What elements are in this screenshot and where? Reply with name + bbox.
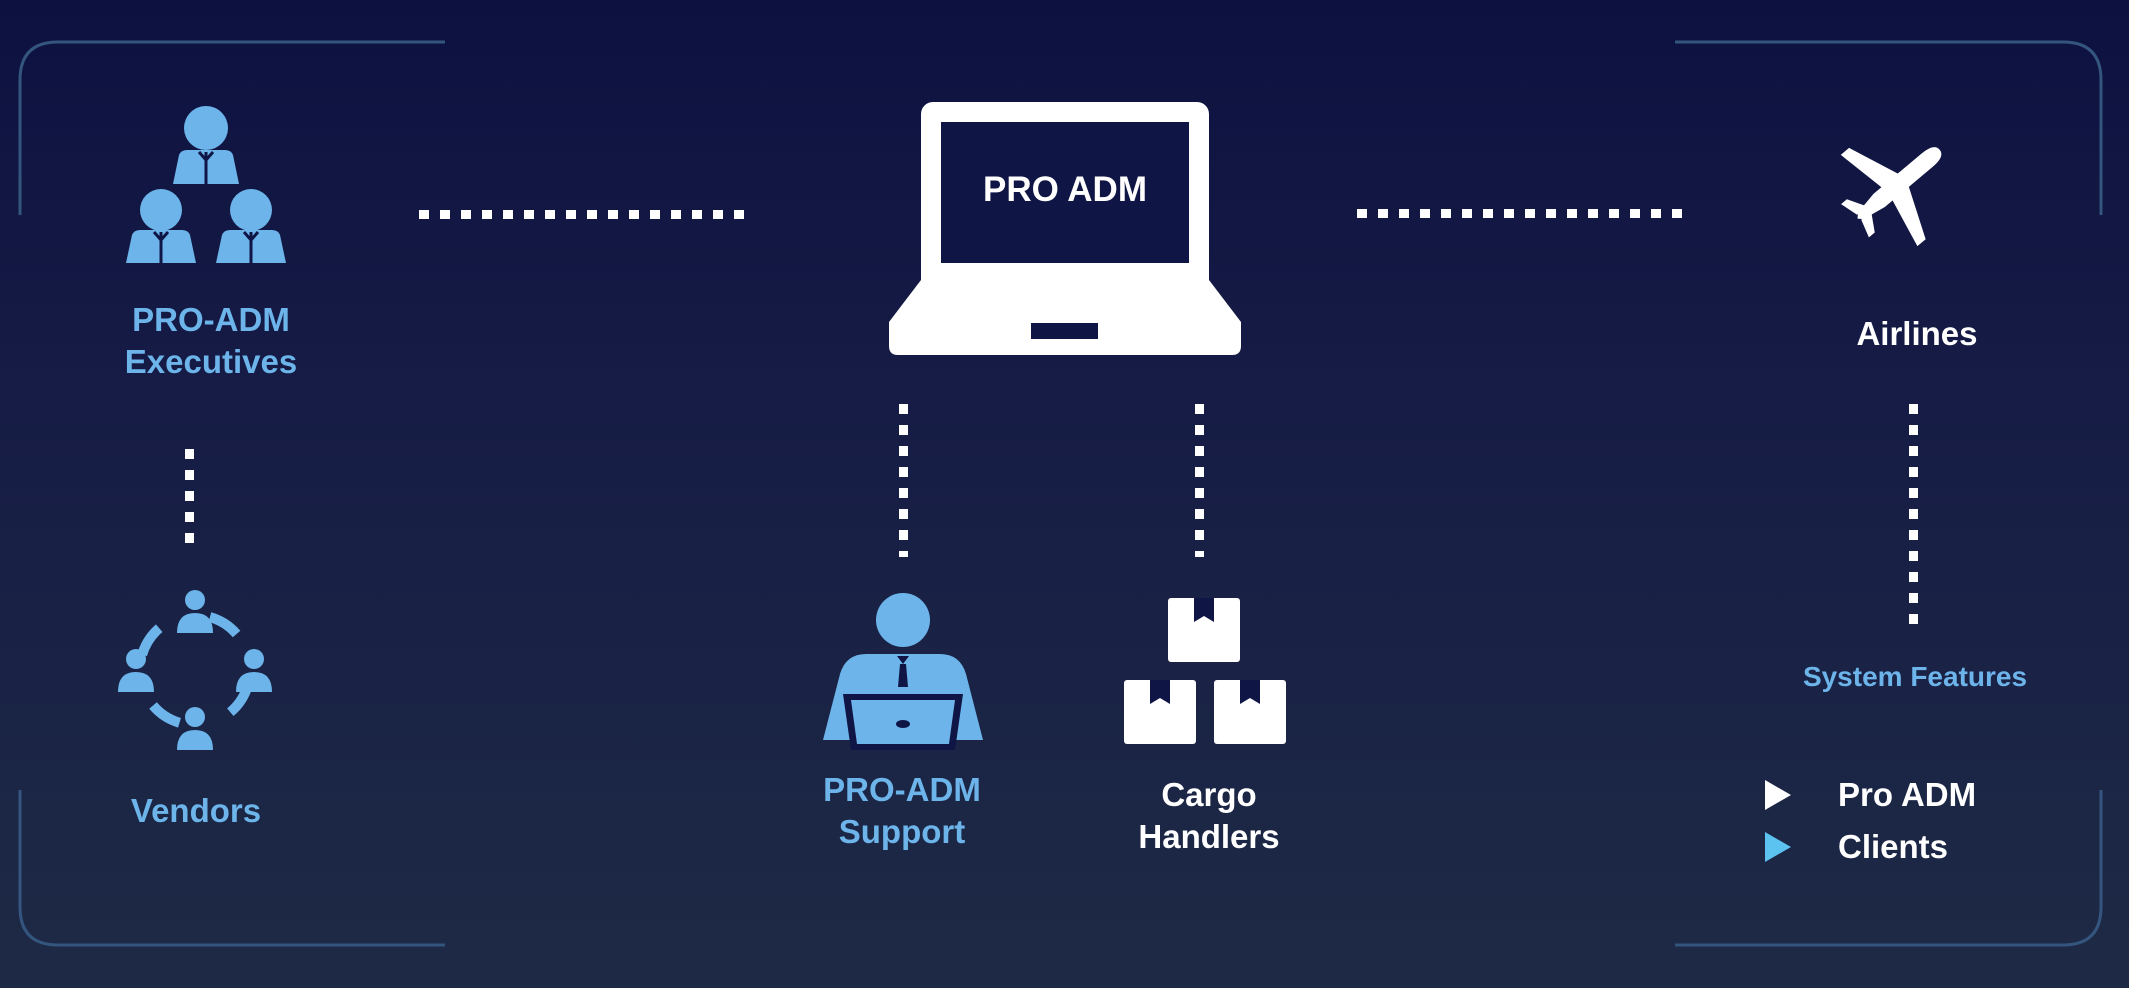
- legend-item-label: Pro ADM: [1838, 776, 1977, 813]
- play-triangle-icon: [1765, 832, 1791, 862]
- support-label-line1: PRO-ADM: [823, 771, 981, 808]
- cargo-label-line1: Cargo: [1161, 776, 1257, 813]
- connector-airlines-features: [1909, 404, 1918, 628]
- vendors-label: Vendors: [130, 792, 262, 829]
- hierarchy-people-icon: [126, 106, 286, 263]
- support-person-laptop-icon: [823, 593, 983, 750]
- legend-item-clients: Clients: [1765, 826, 1948, 868]
- laptop-icon: [889, 102, 1241, 355]
- connector-executives-laptop: [419, 210, 745, 219]
- support-label-line2: Support: [838, 813, 966, 850]
- legend-item-pro-adm: Pro ADM: [1765, 774, 1976, 816]
- support-label: PRO-ADM Support: [787, 769, 1017, 853]
- play-triangle-icon: [1765, 780, 1791, 810]
- airplane-icon: [1840, 147, 1942, 247]
- laptop-screen-text: PRO ADM: [983, 170, 1147, 209]
- connector-executives-vendors: [185, 449, 194, 552]
- cargo-label: Cargo Handlers: [1094, 774, 1324, 858]
- cargo-label-line2: Handlers: [1138, 818, 1280, 855]
- executives-label-line1: PRO-ADM: [132, 301, 290, 338]
- executives-label-line2: Executives: [124, 343, 298, 380]
- boxes-icon: [1124, 598, 1286, 744]
- executives-label: PRO-ADM Executives: [96, 299, 326, 383]
- people-circle-icon: [118, 590, 272, 750]
- connector-laptop-support: [899, 404, 908, 557]
- connector-laptop-cargo: [1195, 404, 1204, 557]
- connector-laptop-airlines: [1357, 209, 1684, 218]
- airlines-label: Airlines: [1856, 315, 1978, 352]
- features-title: System Features: [1802, 661, 2028, 692]
- legend-item-label: Clients: [1838, 828, 1949, 865]
